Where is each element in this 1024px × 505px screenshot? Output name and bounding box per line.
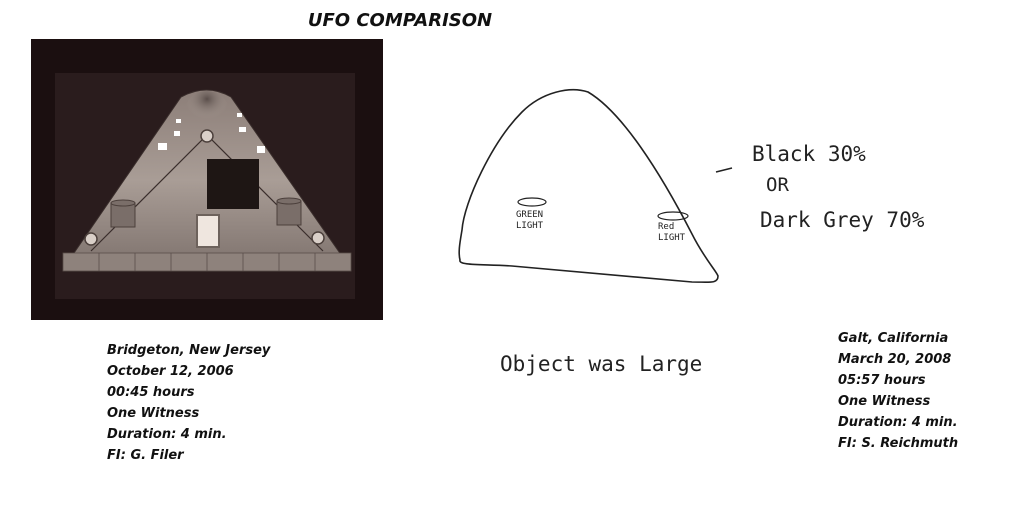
left-investigator: FI: G. Filer <box>107 448 184 463</box>
ufo-photo <box>31 39 383 320</box>
color-note-line3: Dark Grey 70% <box>760 208 925 232</box>
left-duration: Duration: 4 min. <box>107 427 227 442</box>
left-date: October 12, 2006 <box>107 364 234 379</box>
right-investigator: FI: S. Reichmuth <box>838 436 959 451</box>
left-report: Bridgeton, New Jersey October 12, 2006 0… <box>107 340 270 466</box>
right-witness: One Witness <box>838 394 931 409</box>
right-date: March 20, 2008 <box>838 352 952 367</box>
left-location: Bridgeton, New Jersey <box>107 343 271 358</box>
ufo-photo-image <box>55 73 355 299</box>
sketch-drawing <box>458 89 733 284</box>
left-witness: One Witness <box>107 406 200 421</box>
right-time: 05:57 hours <box>838 373 926 388</box>
red-light-label: Red LIGHT <box>658 222 686 243</box>
witness-sketch: GREEN LIGHT Red LIGHT Black 30% OR Dark … <box>392 62 992 402</box>
right-location: Galt, California <box>838 331 949 346</box>
right-report: Galt, California March 20, 2008 05:57 ho… <box>838 328 958 454</box>
right-duration: Duration: 4 min. <box>838 415 958 430</box>
color-note-line1: Black 30% <box>752 142 866 166</box>
page-title: UFO COMPARISON <box>307 10 493 31</box>
left-time: 00:45 hours <box>107 385 195 400</box>
size-note: Object was Large <box>500 352 703 376</box>
color-note-line2: OR <box>766 174 789 196</box>
green-light-label: GREEN LIGHT <box>516 210 544 231</box>
